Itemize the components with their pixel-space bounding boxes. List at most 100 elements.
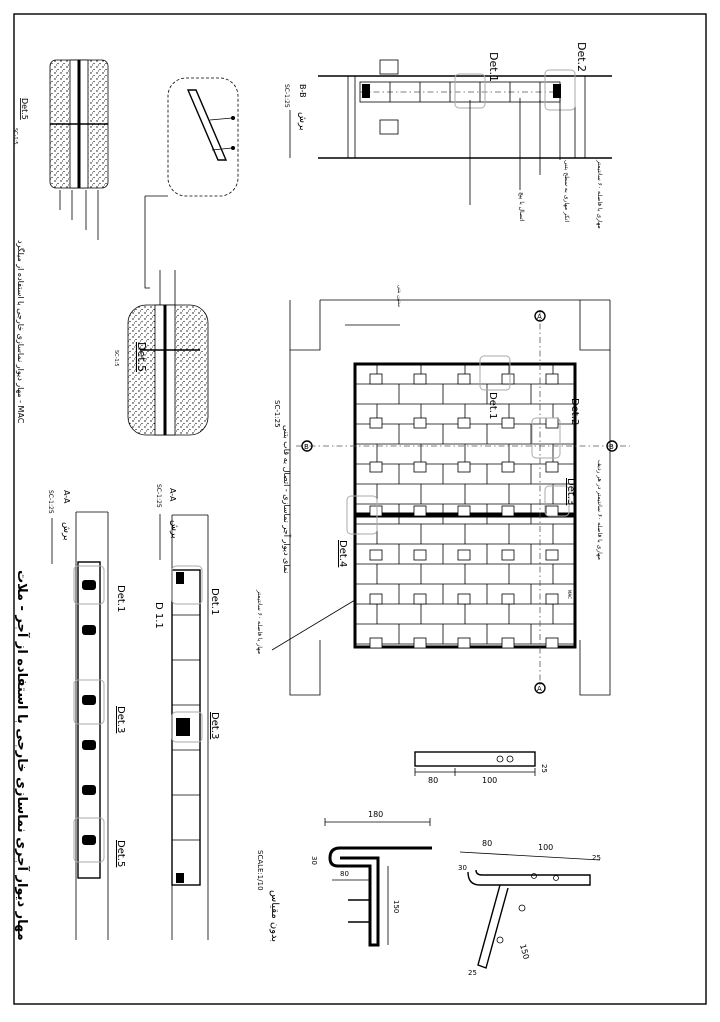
wall-tie-marker <box>413 417 427 429</box>
det5-small-section: Det.5 SC-1:5 مهار دیوار نماسازی خارجی با… <box>12 59 109 424</box>
detail-bent-plate: 180 30 80 150 <box>310 810 432 947</box>
aa2-scale: SC-1:25 <box>47 490 54 514</box>
det1-label-bb: Det.1 <box>487 52 500 82</box>
aa1-d11: D 1.1 <box>153 602 164 629</box>
wall-tie-marker <box>413 461 427 473</box>
small-dim-100: 100 <box>482 776 497 785</box>
section-anchor-marker <box>82 740 96 750</box>
elev-title: نمای دیوار آجر نماسازی - اتصال به قاب بت… <box>282 425 292 574</box>
det2-label-bb: Det.2 <box>575 42 588 72</box>
elevation-drawing: B B A A Det.1 Det.2 Det.3 Det.4 SC-1:25 … <box>256 285 630 696</box>
iso-dim-30: 30 <box>458 864 467 872</box>
axis-a-bottom: A <box>537 685 542 693</box>
wall-tie-marker <box>413 593 427 605</box>
section-anchor-marker <box>82 625 96 635</box>
small-dim-80: 80 <box>428 776 438 785</box>
wall-tie-marker <box>369 637 383 649</box>
wall-tie-marker <box>457 461 471 473</box>
wall-tie-marker <box>457 549 471 561</box>
wall-tie-marker <box>457 637 471 649</box>
det5-enlarged: Det.5 SC-1:5 <box>113 270 209 436</box>
det5-caption: Det.5 <box>135 342 148 372</box>
wall-tie-marker <box>369 593 383 605</box>
bb-label: B-B <box>298 84 307 98</box>
plate-dim-80: 80 <box>340 870 349 878</box>
aa2-word: برش <box>61 522 71 540</box>
wall-tie-marker <box>501 637 515 649</box>
wall-tie-marker <box>369 373 383 385</box>
section-title-mac: مهار دیوار نماسازی خارجی با استفاده از م… <box>16 240 26 424</box>
sheet-scale: SCALE:1/10 <box>256 850 264 891</box>
wall-tie-marker <box>545 461 559 473</box>
bb-scale: SC-1:25 <box>283 84 290 108</box>
elev-note-bottom: مهار با فاصله ۶۰ سانتیمتر <box>256 589 263 654</box>
det1-label-aa1: Det.1 <box>209 588 220 615</box>
bb-note-3: اتصال با پیچ <box>518 192 525 222</box>
elev-tag: MAC <box>567 590 572 599</box>
aa1-word: برش <box>169 520 179 538</box>
wall-tie-marker <box>413 637 427 649</box>
section-anchor-marker <box>82 580 96 590</box>
det1-label-elev: Det.1 <box>487 392 498 419</box>
wall-tie-marker <box>501 505 515 517</box>
detail-iso-bracket: 80 100 25 30 25 150 <box>458 839 601 977</box>
elev-note-top: مهاری با فاصله ۶۰ سانتیمتر در هر ردیف <box>596 460 603 560</box>
det3-label-elev: Det.3 <box>565 478 576 505</box>
sheet-border <box>13 13 707 1005</box>
section-bb: Det.1 Det.2 B-B SC-1:25 برش مهاری با فاص… <box>283 42 612 229</box>
iso-dim-100: 100 <box>538 843 553 852</box>
det5-caption-small: Det.5 <box>20 98 29 120</box>
det5-scale-small: SC-1:5 <box>12 128 18 145</box>
wall-tie-marker <box>457 505 471 517</box>
page-side-title: مهار دیوار آجری نماسازی خارجی با استفاده… <box>14 570 31 941</box>
wall-tie-marker <box>545 417 559 429</box>
section-aa-1: Det.1 Det.3 D 1.1 A-A SC-1:25 برش <box>153 484 220 940</box>
section-aa-2: Det.1 Det.3 Det.5 A-A SC-1:25 برش <box>47 490 126 940</box>
section-anchor-marker <box>82 835 96 845</box>
wall-tie-marker <box>369 461 383 473</box>
iso-dim-150: 150 <box>518 943 531 960</box>
wall-tie-marker <box>545 505 559 517</box>
detail-small-plate: 80 100 25 <box>414 751 548 785</box>
wall-tie-marker <box>413 373 427 385</box>
wall-tie-marker <box>413 505 427 517</box>
wall-tie-marker <box>457 417 471 429</box>
plate-dim-150: 150 <box>392 900 400 913</box>
det3-label-aa1: Det.3 <box>209 712 220 739</box>
plate-dim-30: 30 <box>310 856 318 865</box>
iso-dim-80: 80 <box>482 839 492 848</box>
det4-label-elev: Det.4 <box>337 540 348 567</box>
elev-scale: SC-1:25 <box>273 400 281 428</box>
section-anchor-marker <box>82 695 96 705</box>
wall-tie-marker <box>501 461 515 473</box>
sheet-scale-word: بدون مقیاس <box>269 890 280 942</box>
wall-tie-marker <box>501 593 515 605</box>
small-dim-25: 25 <box>540 764 548 773</box>
det5-scale: SC-1:5 <box>113 350 119 367</box>
axis-b-right: B <box>609 443 614 451</box>
wall-tie-marker <box>545 549 559 561</box>
det5-label-aa2: Det.5 <box>115 840 126 867</box>
axis-b-left: B <box>304 443 309 451</box>
aa1-label: A-A <box>168 488 177 502</box>
wall-tie-marker <box>501 417 515 429</box>
wall-tie-marker <box>457 593 471 605</box>
aa2-label: A-A <box>62 490 71 504</box>
det1-label-aa2: Det.1 <box>115 585 126 612</box>
bb-note-2: انکر مهاری به سطح بتنی <box>563 160 570 222</box>
bb-note-1: مهاری با فاصله ۶۰ سانتیمتر <box>596 159 603 229</box>
iso-dim-25b: 25 <box>468 969 477 977</box>
bb-word: برش <box>297 112 307 130</box>
iso-bubble-detail <box>144 77 239 289</box>
section-anchor-marker <box>82 785 96 795</box>
plate-dim-180: 180 <box>368 810 383 819</box>
wall-tie-marker <box>545 637 559 649</box>
wall-tie-marker <box>501 373 515 385</box>
wall-tie-marker <box>501 549 515 561</box>
det3-label-aa2: Det.3 <box>115 706 126 733</box>
wall-tie-marker <box>369 549 383 561</box>
aa1-scale: SC-1:25 <box>155 484 162 508</box>
wall-tie-marker <box>369 505 383 517</box>
